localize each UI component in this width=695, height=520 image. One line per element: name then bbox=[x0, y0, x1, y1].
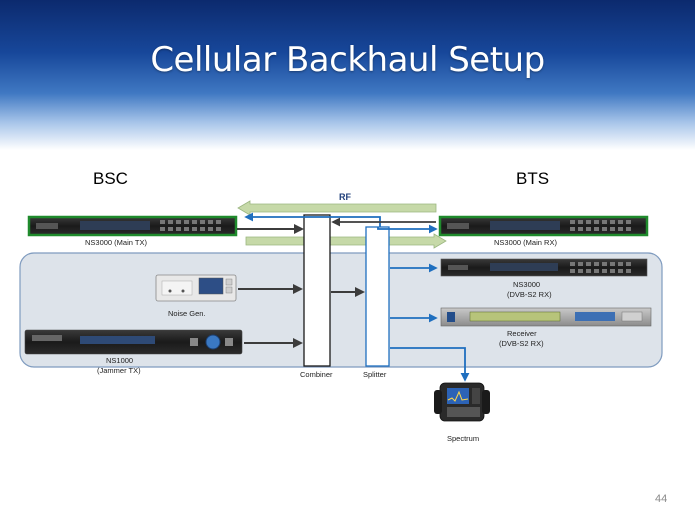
splitter-label: Splitter bbox=[363, 370, 387, 379]
backhaul-diagram: BSC BTS RF NS3000 (Main TX) NS3000 (Main… bbox=[19, 169, 663, 443]
spectrum-analyzer-device bbox=[434, 382, 490, 422]
rf-band-bottom bbox=[245, 233, 447, 249]
ns1000-label-2: (Jammer TX) bbox=[97, 366, 141, 375]
slide-number: 44 bbox=[655, 493, 668, 505]
bts-label: BTS bbox=[516, 169, 549, 188]
receiver-label-1: Receiver bbox=[507, 329, 537, 338]
ns1000-jammer-device bbox=[24, 329, 243, 355]
rf-label: RF bbox=[339, 192, 351, 202]
noise-generator-device bbox=[155, 274, 237, 302]
noise-gen-label: Noise Gen. bbox=[168, 309, 206, 318]
ns1000-label-1: NS1000 bbox=[106, 356, 133, 365]
splitter-to-main-rx-line bbox=[377, 224, 438, 234]
combiner-box bbox=[303, 214, 331, 367]
rx-return-blue-line bbox=[244, 212, 381, 227]
ns3000-dvb-device bbox=[440, 258, 648, 277]
main-tx-label: NS3000 (Main TX) bbox=[85, 238, 147, 247]
receiver-label-2: (DVB-S2 RX) bbox=[499, 339, 544, 348]
page-title: Cellular Backhaul Setup bbox=[150, 40, 545, 80]
bsc-label: BSC bbox=[93, 169, 128, 188]
main-rx-label: NS3000 (Main RX) bbox=[494, 238, 557, 247]
spectrum-label: Spectrum bbox=[447, 434, 479, 443]
receiver-device bbox=[440, 307, 652, 327]
ns3000-main-rx-device bbox=[438, 215, 649, 237]
header-band bbox=[0, 0, 695, 150]
ns3000-main-tx-device bbox=[27, 215, 238, 237]
splitter-to-spectrum-arrow bbox=[390, 347, 470, 382]
ns3000-dvb-label-2: (DVB-S2 RX) bbox=[507, 290, 552, 299]
rf-band-top bbox=[237, 200, 437, 216]
ns3000-dvb-label-1: NS3000 bbox=[513, 280, 540, 289]
splitter-box bbox=[365, 226, 390, 367]
combiner-label: Combiner bbox=[300, 370, 333, 379]
